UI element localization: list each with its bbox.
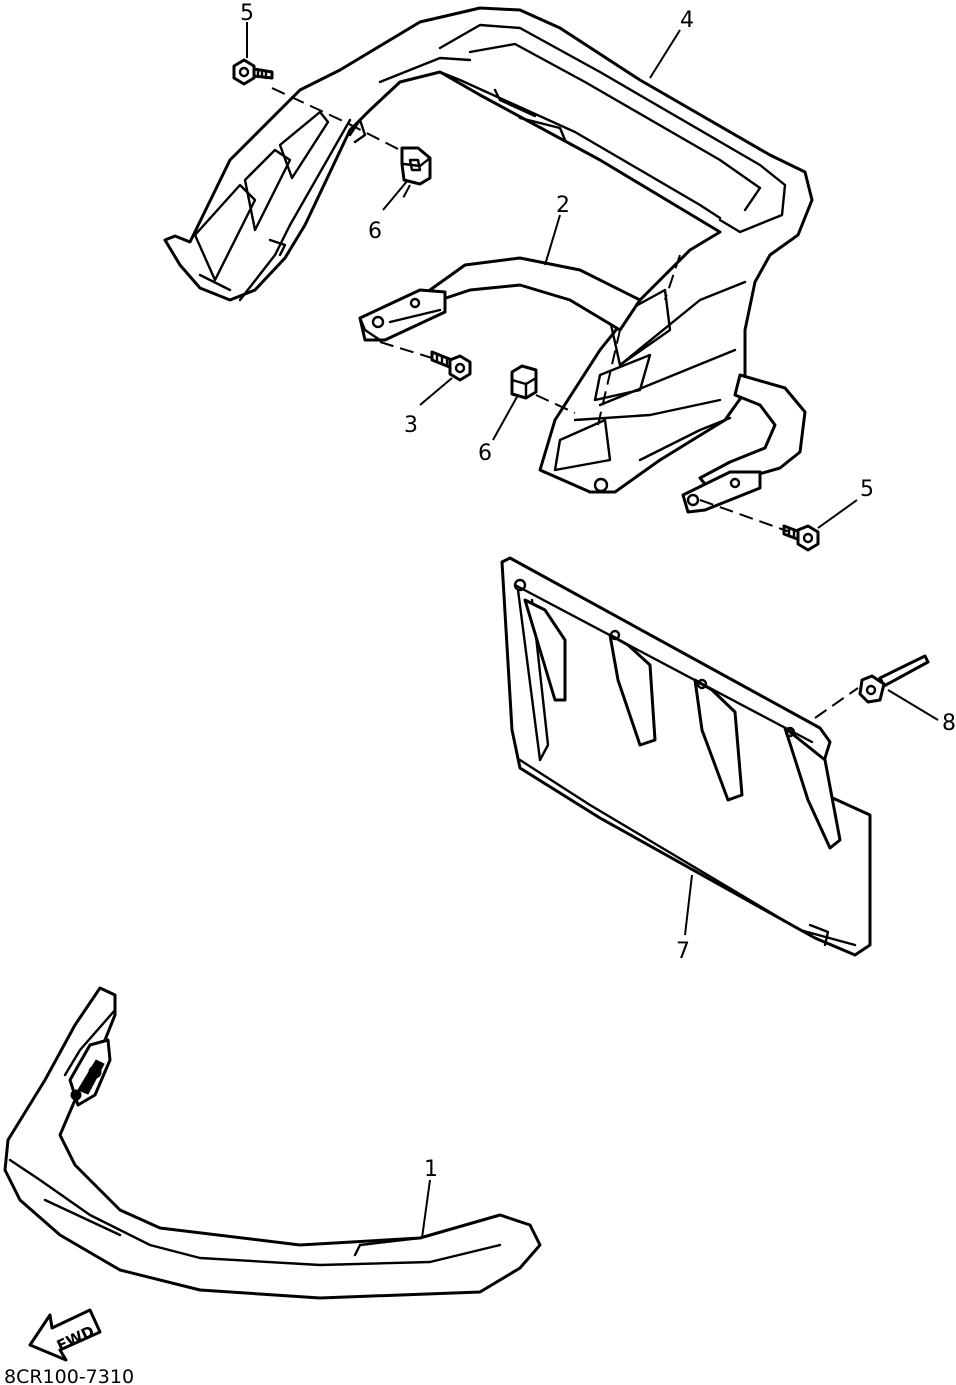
rivet-8 xyxy=(858,654,930,704)
callout-7: 7 xyxy=(676,939,690,964)
flap-plate xyxy=(500,556,872,957)
rack-frame xyxy=(163,6,814,494)
bolt-3 xyxy=(430,350,472,382)
callout-2: 2 xyxy=(556,193,570,218)
leader-lines xyxy=(246,22,939,1239)
bolt-5-top xyxy=(232,58,274,86)
callout-6-middle: 6 xyxy=(478,441,492,466)
callout-3: 3 xyxy=(404,413,418,438)
callout-labels: 5 4 6 2 3 6 5 8 7 1 xyxy=(240,1,956,1182)
callout-4: 4 xyxy=(680,8,694,33)
diagram-code: 8CR100-7310 xyxy=(4,1366,134,1385)
fwd-arrow-icon: FWD xyxy=(28,1308,102,1362)
callout-1: 1 xyxy=(424,1157,438,1182)
clip-6-top xyxy=(400,146,432,186)
support-bar xyxy=(358,256,807,514)
callout-5-right: 5 xyxy=(860,477,874,502)
bolt-5-right xyxy=(782,524,820,552)
clip-6-middle xyxy=(510,364,538,400)
callout-6-top: 6 xyxy=(368,219,382,244)
callout-8: 8 xyxy=(942,711,956,736)
assembly-lines xyxy=(271,87,859,719)
callout-5-top: 5 xyxy=(240,1,254,26)
bumper xyxy=(3,986,542,1300)
